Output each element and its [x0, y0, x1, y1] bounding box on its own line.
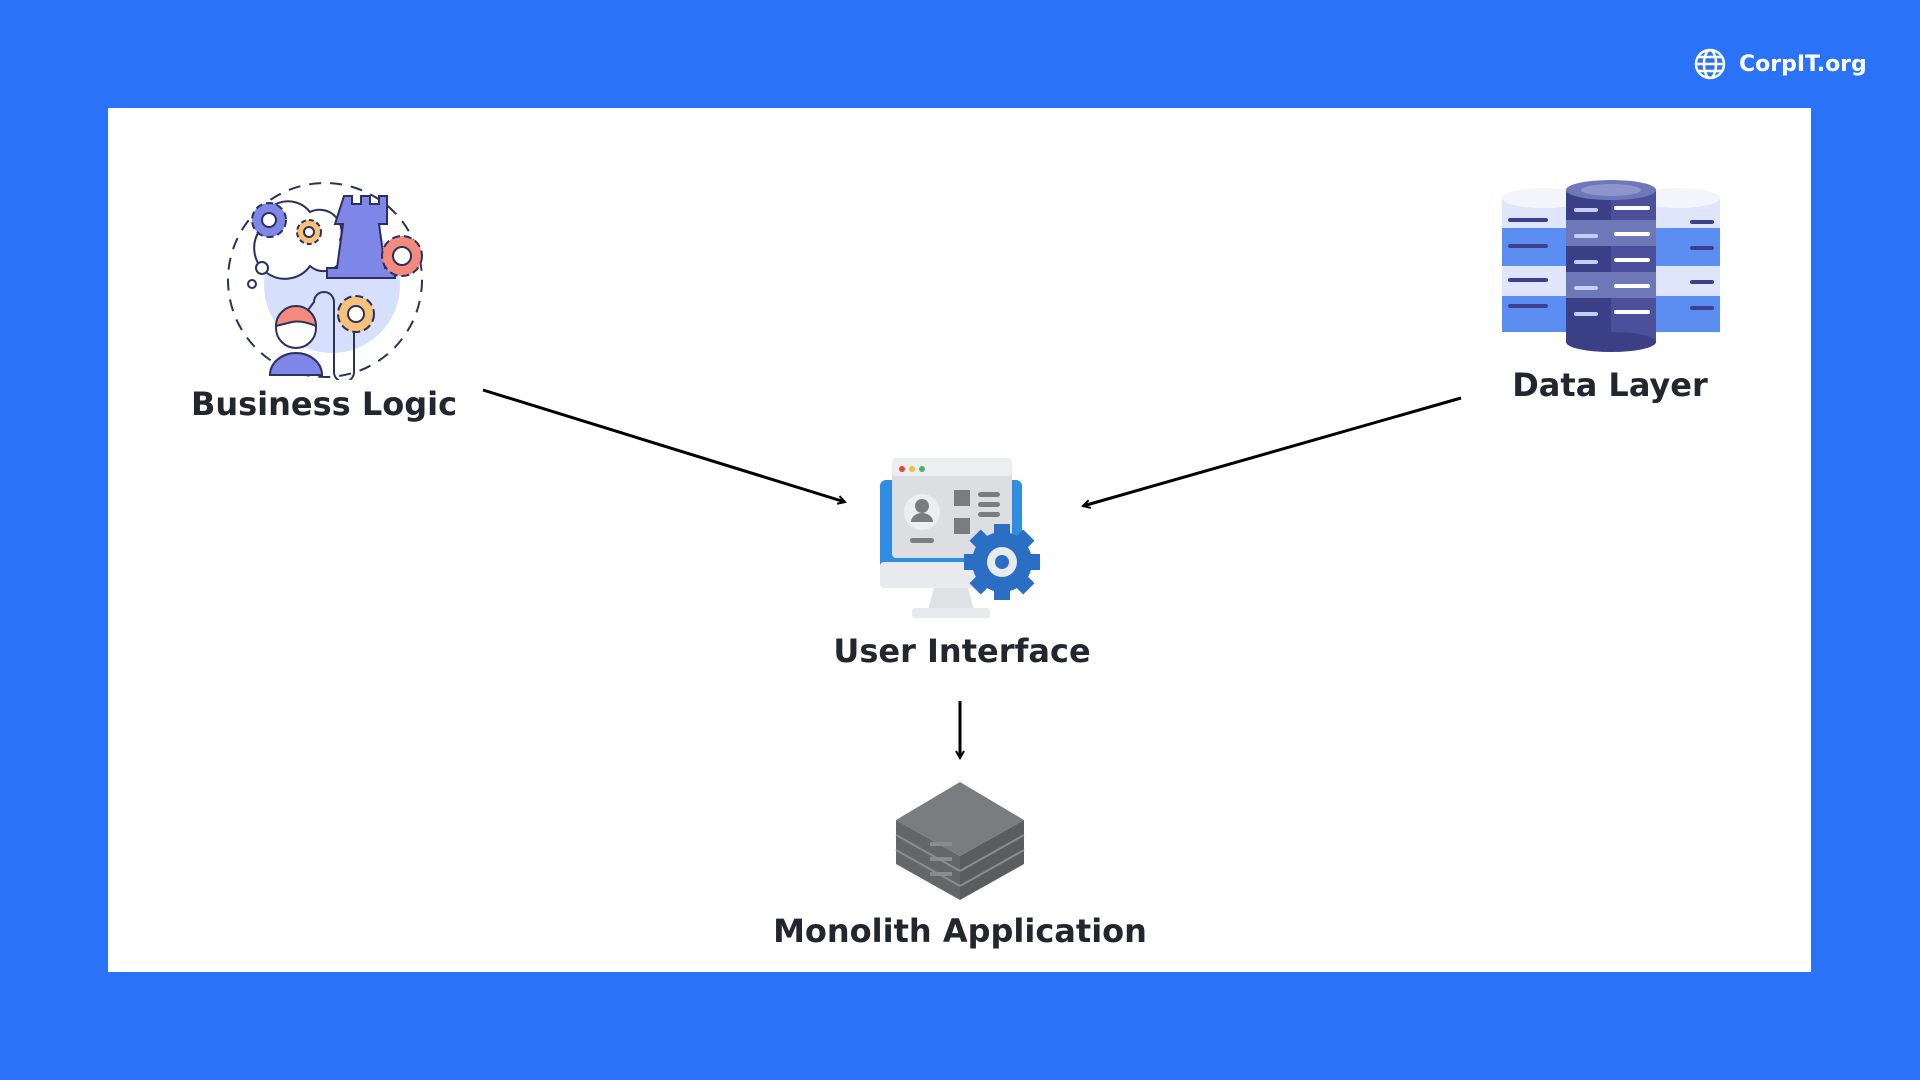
brand: CorpIT.org	[1693, 47, 1867, 81]
server-stack-icon	[895, 782, 1025, 900]
node-label-data-layer: Data Layer	[1512, 366, 1708, 404]
node-label-user-interface: User Interface	[833, 632, 1091, 670]
database-stack-icon	[1502, 180, 1720, 352]
node-label-business-logic: Business Logic	[190, 385, 458, 423]
node-label-monolith-application: Monolith Application	[773, 912, 1147, 950]
strategy-gears-icon	[227, 182, 423, 380]
monitor-gear-icon	[880, 458, 1040, 618]
globe-icon	[1694, 48, 1726, 80]
brand-name: CorpIT.org	[1739, 51, 1867, 77]
